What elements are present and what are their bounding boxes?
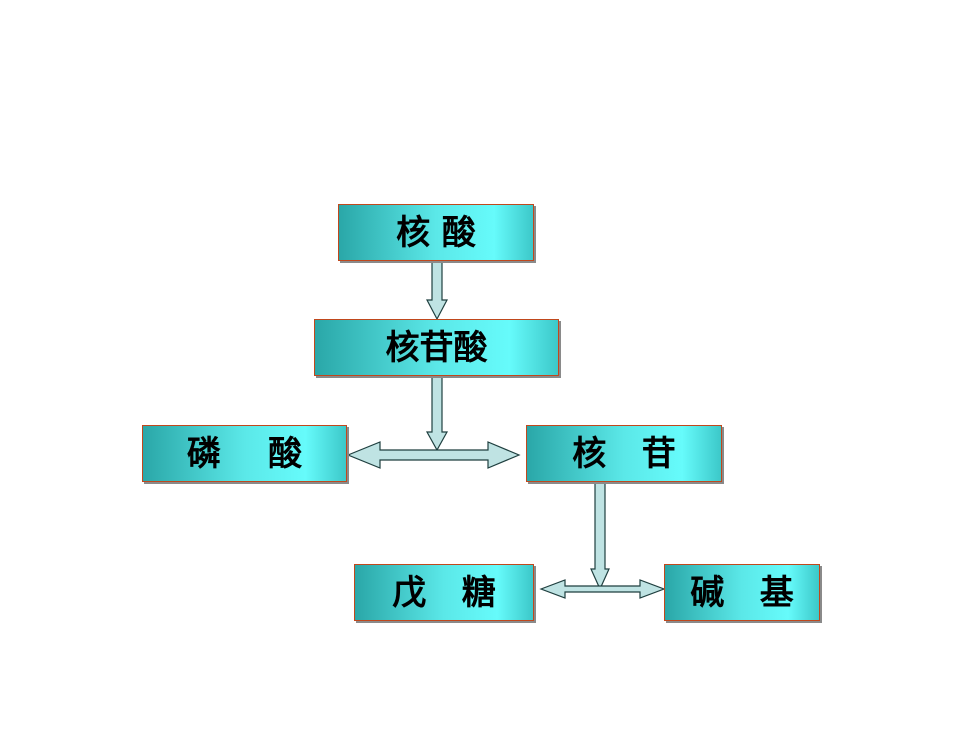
node-base-label: 碱 基 [690,572,794,613]
node-nucleotide: 核苷酸 [314,319,559,376]
node-phosphoric-acid: 磷 酸 [142,425,347,482]
arrow-nucleoside-down [590,482,610,591]
node-nucleoside: 核 苷 [526,425,722,482]
node-nucleic-acid-label: 核 酸 [396,212,476,253]
double-arrow-phosphoric-nucleoside [346,441,521,469]
node-nucleotide-label: 核苷酸 [385,327,488,368]
arrow-nucleotide-down [425,375,449,452]
arrow-nucleic-acid-to-nucleotide [426,261,448,321]
node-pentose-label: 戊 糖 [392,572,496,613]
node-nucleoside-label: 核 苷 [572,433,676,474]
node-base: 碱 基 [664,564,820,621]
node-nucleic-acid: 核 酸 [338,204,534,261]
node-pentose: 戊 糖 [354,564,534,621]
node-phosphoric-acid-label: 磷 酸 [186,433,303,474]
